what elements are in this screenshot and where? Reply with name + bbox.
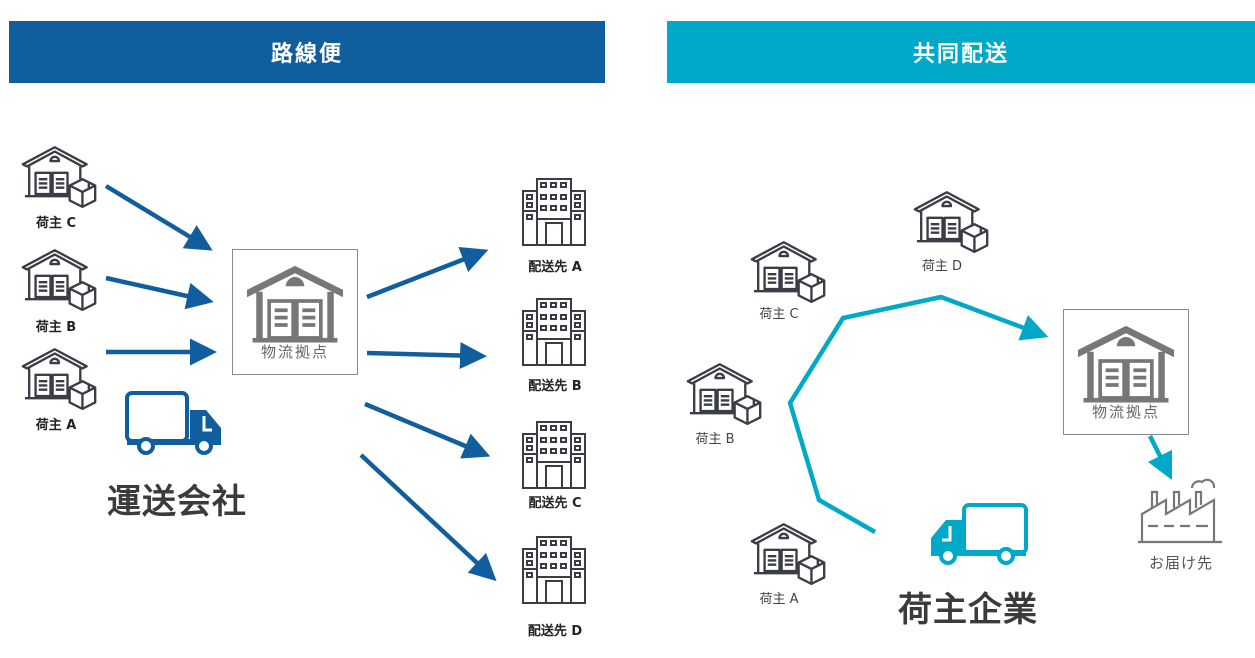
left-panel-title: 路線便 (9, 21, 605, 83)
arrow-shipper-c-to-hub (104, 184, 213, 251)
shipper-label: 荷主 B (35, 320, 77, 335)
hub-warehouse-icon (247, 264, 343, 344)
destination-label: 配送先 B (528, 379, 582, 394)
destination-building-icon (522, 178, 586, 246)
logistics-hub: 物流拠点 (232, 249, 358, 375)
destination-label: 配送先 D (527, 624, 583, 639)
shipper-warehouse-icon (21, 146, 97, 209)
carrier-label: 運送会社 (107, 482, 247, 522)
shipper-company-label: 荷主企業 (898, 590, 1038, 630)
shipper-warehouse-icon (21, 249, 97, 312)
shipper-label: 荷主 C (35, 216, 77, 231)
destination-building-icon (522, 536, 586, 604)
arrow-hub-to-dest-c (364, 401, 491, 459)
shipper-warehouse-icon (686, 363, 762, 426)
shipper-warehouse-icon (21, 348, 97, 411)
arrow-hub-to-dest-a (366, 246, 489, 300)
arrow-shipper-b-to-hub (105, 275, 214, 310)
shipper-warehouse-icon (750, 241, 826, 304)
right-panel-title: 共同配送 (667, 21, 1255, 83)
hub-label: 物流拠点 (1091, 403, 1160, 421)
truck-icon (931, 503, 1028, 565)
arrow-hub-to-delivery-point (1147, 434, 1173, 481)
hub-label: 物流拠点 (260, 343, 329, 361)
shipper-label: 荷主 C (759, 307, 799, 322)
arrow-hub-to-dest-b (366, 342, 487, 370)
shipper-label: 荷主 B (695, 432, 735, 447)
arrow-hub-to-dest-d (359, 453, 497, 582)
shipper-label: 荷主 A (35, 418, 77, 433)
destination-label: 配送先 A (528, 260, 582, 275)
factory-icon (1138, 478, 1222, 544)
hub-warehouse-icon (1078, 324, 1174, 404)
shipper-label: 荷主 A (759, 592, 799, 607)
delivery-destination-label: お届け先 (1148, 554, 1214, 572)
destination-building-icon (522, 298, 586, 366)
destination-building-icon (522, 421, 586, 489)
shipper-warehouse-icon (750, 523, 826, 586)
destination-label: 配送先 C (528, 496, 582, 511)
joint-delivery-route (787, 294, 1049, 534)
logistics-hub: 物流拠点 (1063, 309, 1189, 435)
shipper-label: 荷主 D (921, 259, 963, 274)
truck-icon (125, 391, 221, 455)
shipper-warehouse-icon (913, 191, 989, 254)
